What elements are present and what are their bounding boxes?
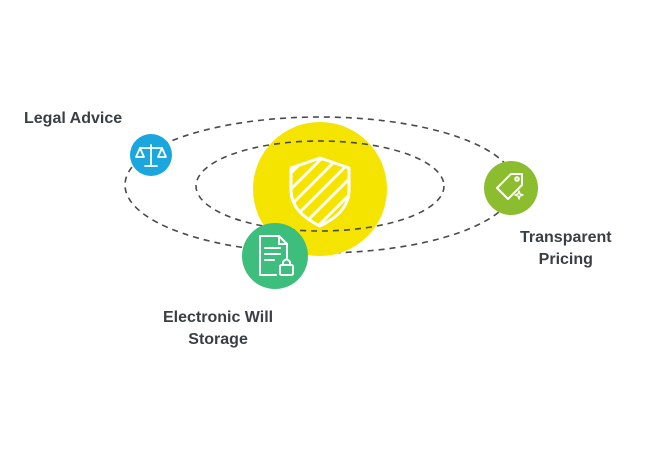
legal-advice-label: Legal Advice (24, 110, 123, 127)
scales-icon (135, 144, 167, 167)
transparent-pricing-label: Transparent Pricing (520, 229, 612, 268)
transparent-pricing-node (484, 161, 538, 215)
price-tag-icon (496, 173, 524, 200)
legal-advice-node (130, 134, 172, 176)
document-lock-icon (259, 235, 294, 276)
electronic-will-storage-label: Electronic Will Storage (163, 309, 274, 348)
inner-orbit-ring (195, 140, 445, 232)
center-node (253, 122, 387, 256)
electronic-will-storage-node (242, 223, 308, 289)
